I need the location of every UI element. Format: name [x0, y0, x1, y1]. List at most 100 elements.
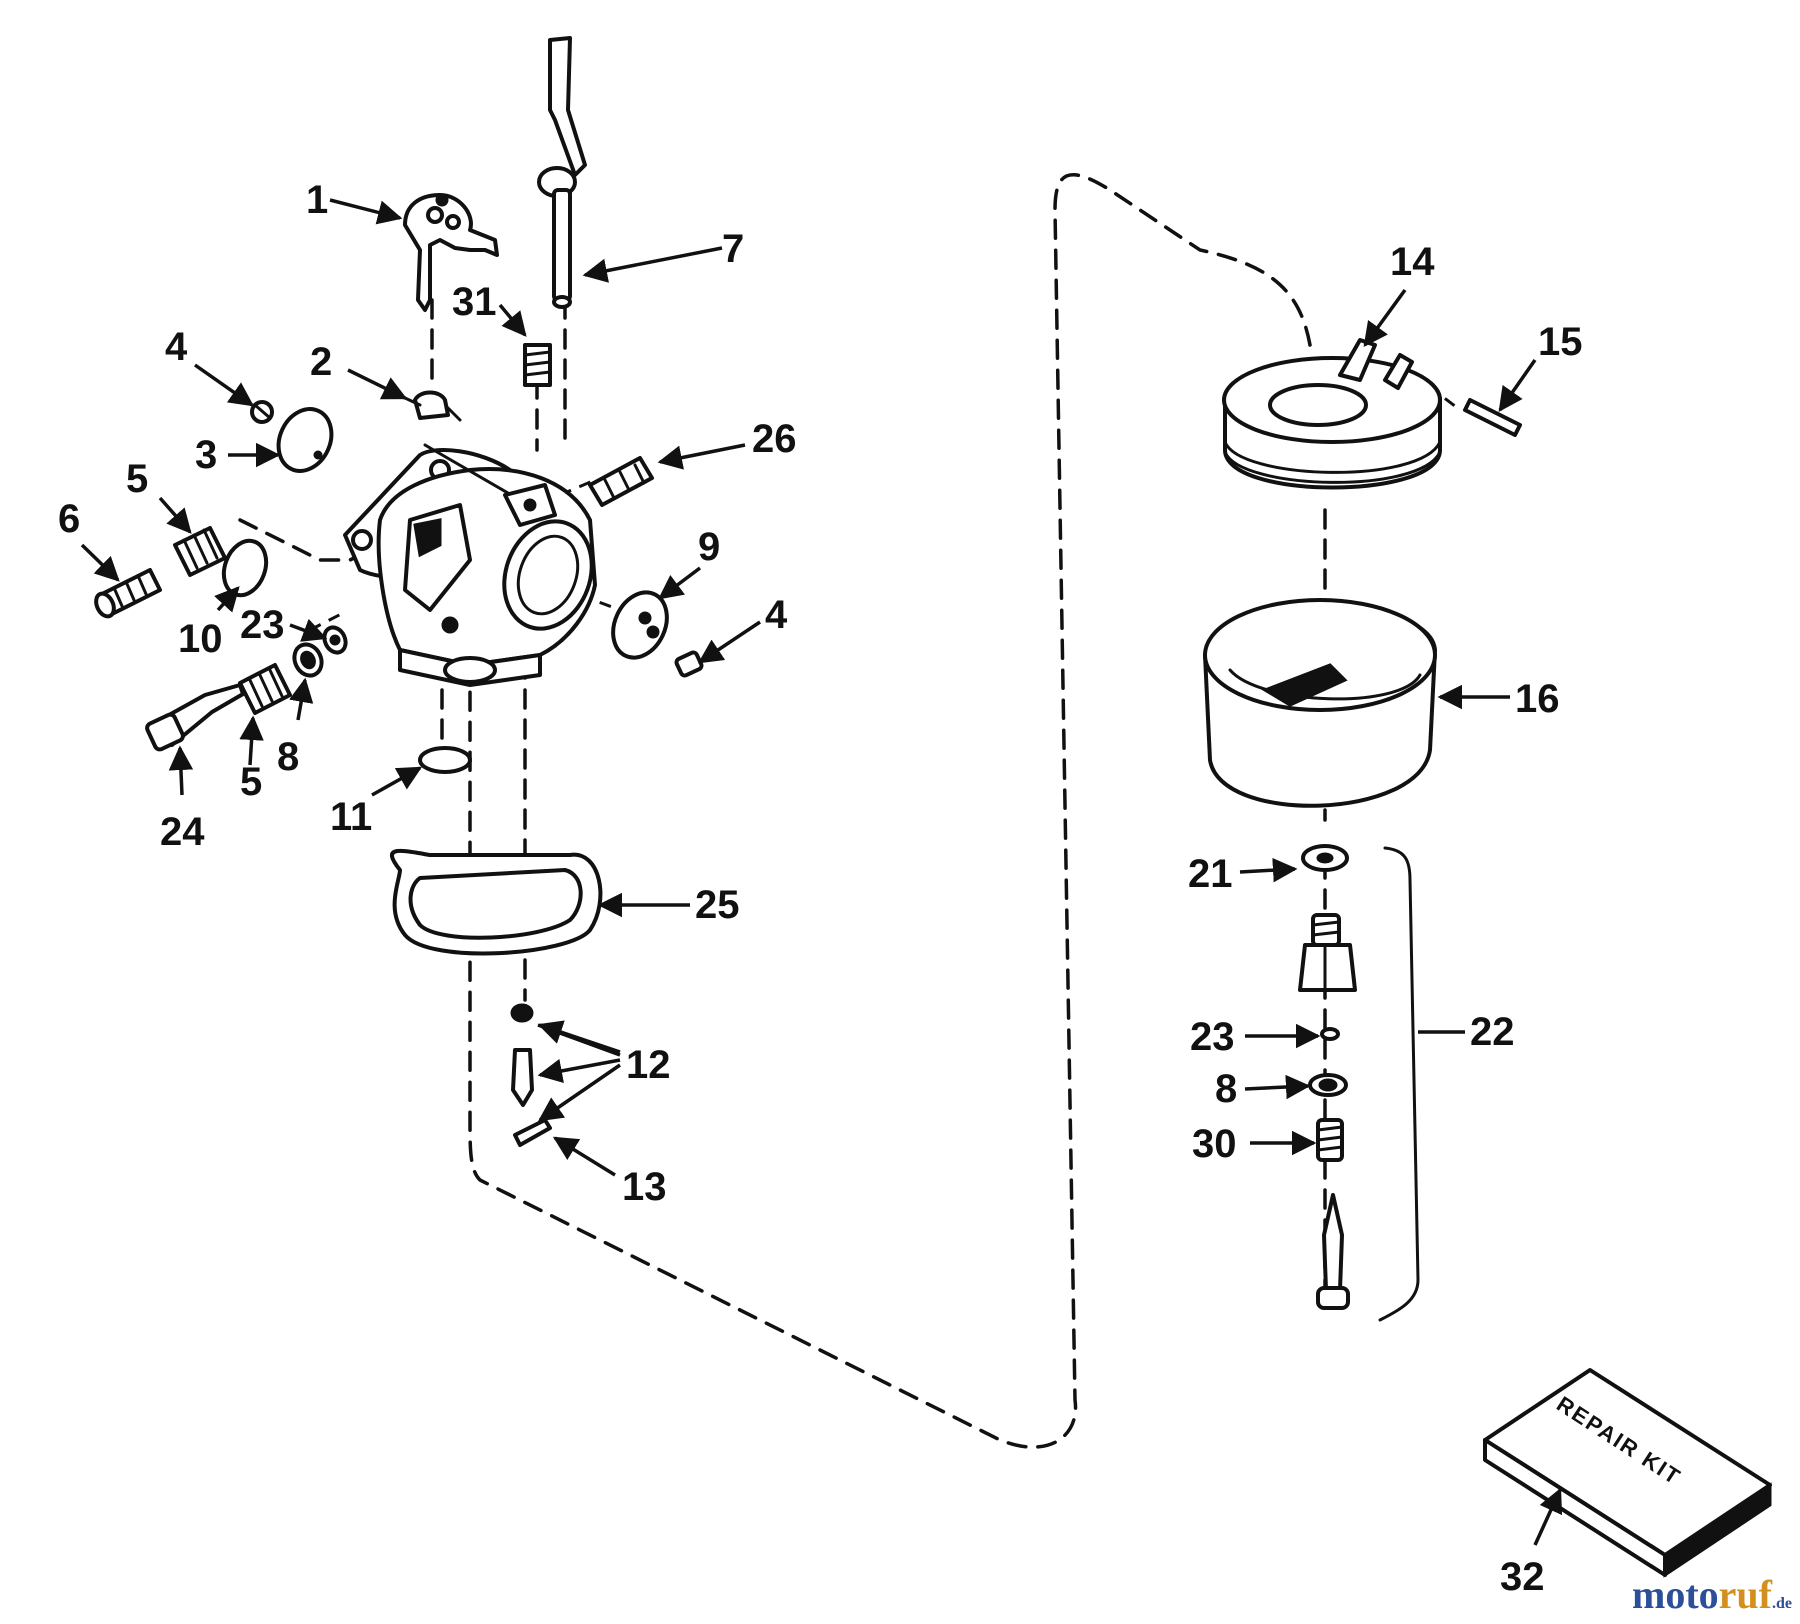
seat-23-left-center: [329, 634, 341, 646]
float-hole: [1268, 383, 1368, 427]
float-hinge-tab-right: [1383, 353, 1414, 390]
callout-2: 2: [310, 340, 332, 384]
part-25-gasket-ring: [389, 848, 603, 956]
float-seam-2: [1223, 450, 1442, 484]
part-6-screw: [94, 568, 162, 619]
throttle-shaft: [552, 188, 572, 302]
needle-24-head: [145, 712, 185, 752]
callout-25: 25: [695, 883, 740, 927]
part-12-needle-set: [510, 1003, 534, 1107]
callout-7: 7: [722, 227, 744, 271]
washer-8-right-hole: [1318, 1078, 1338, 1092]
plate-9: [611, 590, 669, 660]
dash-pin-15: [1394, 358, 1461, 412]
part-15-pin: [1463, 398, 1522, 437]
part-24-needle-valve: [145, 683, 245, 752]
carb-shadow: [413, 518, 442, 558]
callout-14: 14: [1390, 240, 1435, 284]
plate-9-hole-a: [638, 611, 652, 625]
callout-22: 22: [1470, 1010, 1515, 1054]
bracket-22: [1378, 846, 1420, 1322]
needle-12-pin: [511, 1048, 534, 1107]
spring-5-upper-coils: [182, 528, 219, 570]
callout-4-lower: 4: [765, 593, 788, 637]
screw-6-head: [94, 591, 116, 619]
callout-5-lower: 5: [240, 760, 262, 804]
part-5-spring-upper: [173, 526, 227, 577]
spring-30-coils: [1316, 1125, 1344, 1152]
spring-5-lower-coils: [247, 666, 284, 708]
leader-lines: [80, 198, 1563, 1546]
carb-side-nut: [441, 616, 459, 634]
part-10-o-ring: [221, 538, 269, 598]
carb-top-dot: [523, 498, 537, 512]
callout-16: 16: [1515, 677, 1560, 721]
plate-9-hole-b: [646, 625, 660, 639]
choke-lever-plate: [403, 193, 499, 312]
callout-6: 6: [58, 497, 80, 541]
float-seam: [1223, 440, 1442, 474]
washer-21-hole: [1316, 852, 1334, 864]
clip-2-body: [413, 390, 450, 420]
callout-11: 11: [330, 795, 372, 839]
watermark-logo: motoruf.de: [1632, 1571, 1792, 1618]
carburetor-body: [343, 443, 597, 687]
plate-3: [276, 407, 334, 473]
callout-5-upper: 5: [126, 457, 148, 501]
float-assembly: [1222, 338, 1442, 490]
callout-21: 21: [1188, 852, 1233, 896]
screw-6-threads: [113, 576, 148, 608]
carb-top-rod: [423, 443, 522, 502]
part-26-plug: [588, 456, 654, 507]
part-32-repair-kit: REPAIR KIT: [1483, 1368, 1772, 1578]
bowl-nut-hex: [1298, 943, 1357, 992]
lever-rivet: [435, 193, 449, 207]
part-30-spring: [1316, 1118, 1344, 1162]
callout-1: 1: [306, 178, 328, 222]
bowl-inner-shadow: [1261, 663, 1348, 707]
gasket-25-inner: [408, 868, 583, 940]
spring-31-coils: [523, 350, 552, 377]
callout-26: 26: [752, 417, 797, 461]
part-5-spring-lower: [238, 663, 292, 715]
screw-4-upper-slot: [254, 403, 271, 420]
washer-8-left-hole: [300, 650, 316, 670]
repair-kit-side: [1663, 1482, 1772, 1578]
plug-26-grooves: [603, 463, 646, 500]
part-13-clip: [513, 1118, 552, 1147]
part-9-plate: [611, 590, 669, 660]
callout-4-upper: 4: [165, 325, 188, 369]
throttle-lever-arm: [548, 36, 587, 177]
callout-24: 24: [160, 810, 205, 854]
flange-hole-left: [351, 529, 373, 551]
bowl-nut-threads: [1311, 920, 1341, 937]
spring-5-upper: [173, 526, 227, 577]
part-23-seat-left: [322, 625, 348, 655]
bowl-rim: [1203, 598, 1437, 712]
part-23-seat-right: [1320, 1027, 1340, 1041]
callout-3: 3: [195, 433, 217, 477]
callout-15: 15: [1538, 320, 1583, 364]
bowl-nut: [1298, 913, 1357, 992]
screw-4-lower: [674, 650, 704, 678]
part-16-bowl: [1203, 598, 1437, 808]
lever-hole-2: [445, 214, 461, 230]
callout-9: 9: [698, 525, 720, 569]
part-4-screw-lower: [674, 650, 704, 678]
carb-throat-inner: [516, 534, 580, 616]
callout-31: 31: [452, 280, 497, 324]
clip-2-tails: [403, 396, 462, 422]
watermark-part1: moto: [1632, 1572, 1719, 1617]
callout-12: 12: [626, 1043, 671, 1087]
callout-8-right: 8: [1215, 1067, 1237, 1111]
watermark-part3: .de: [1772, 1595, 1792, 1612]
part-11-gasket: [418, 746, 472, 774]
callout-10: 10: [178, 617, 223, 661]
callout-30: 30: [1192, 1122, 1237, 1166]
bowl-inner-wall: [1228, 668, 1422, 701]
callout-numbers: 1 7 31 4 2 3 26 5 6 9 10 23 4 8 5 24 11 …: [58, 178, 1583, 1599]
lever-hole-1: [426, 206, 444, 224]
callout-23-right: 23: [1190, 1015, 1235, 1059]
